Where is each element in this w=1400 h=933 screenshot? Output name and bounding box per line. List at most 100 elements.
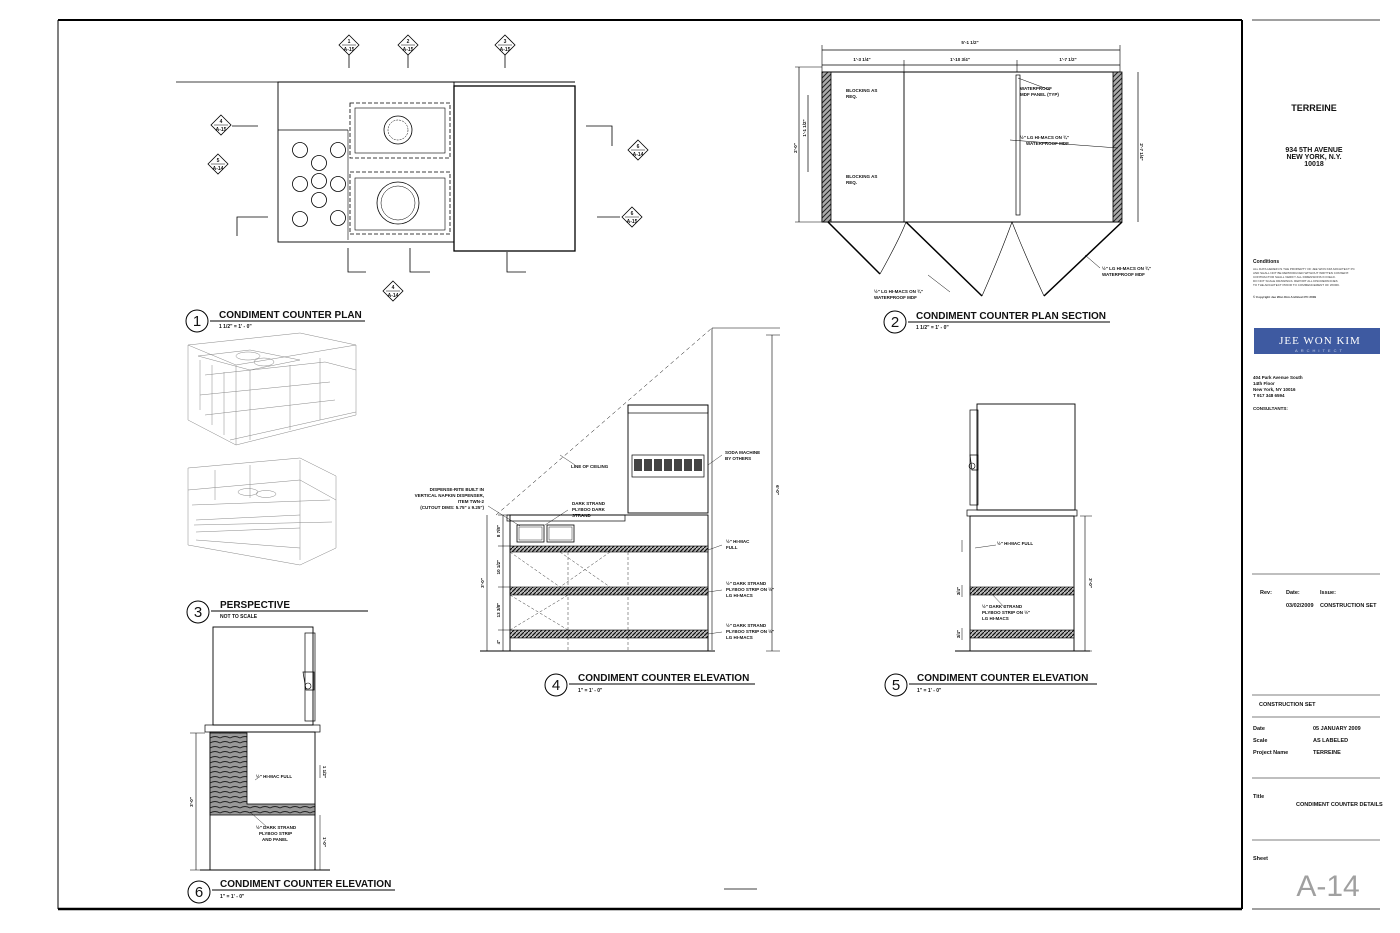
detail-1-title: CONDIMENT COUNTER PLAN: [219, 310, 362, 321]
section-tag-1-num: 1: [348, 39, 351, 45]
plan-section-blocking-top-note: BLOCKING AS REQ.: [846, 88, 877, 99]
detail-6-title-block: 6 CONDIMENT COUNTER ELEVATION 1" = 1' - …: [187, 879, 395, 904]
dark-strand-line1: DARK STRAND: [572, 501, 606, 506]
dispense-line2: VERTICAL NAPKIN DISPENSER,: [415, 493, 484, 498]
detail-4-title-block: 4 CONDIMENT COUNTER ELEVATION 1" = 1' - …: [544, 673, 755, 697]
elev6-dim-1: 1 1/2": [322, 766, 327, 778]
elev4-dim-2: 10 1/2": [496, 560, 501, 575]
detail-6-elevation: [190, 626, 330, 871]
elev5-dim-2: 3/4": [956, 630, 961, 638]
section-tag-6-num: 6: [637, 144, 640, 150]
elev6-dark-strand-note: ½" DARK STRAND PLYBOO STRIP AND PANEL: [256, 824, 297, 842]
elev5-strip-note: ½" DARK STRAND PLYBOO STRIP ON ½" LG HI-…: [982, 603, 1030, 621]
firm-address-line2: 14th Floor: [1253, 381, 1275, 386]
title-label: Title: [1253, 794, 1264, 800]
plan-section-left-dim-inner: 1'-1 1/2": [802, 119, 807, 136]
detail-3-title: PERSPECTIVE: [220, 600, 290, 611]
firm-address-line4: T 917 348 6594: [1253, 393, 1285, 398]
detail-1-scale: 1 1/2" = 1' - 0": [219, 324, 252, 330]
section-tag-2-num: 2: [407, 39, 410, 45]
conditions-line5: TO THE ARCHITECT PRIOR TO COMMENCEMENT O…: [1253, 283, 1340, 287]
section-tag-5[interactable]: 5 A-14: [207, 153, 229, 175]
dispense-line4: (CUTOUT DIMS: 5.75" x 9.25"): [420, 505, 484, 510]
section-tag-2-sheet: A-15: [403, 47, 414, 53]
elev4-dim-4: 4": [496, 640, 501, 645]
detail-3-number: 3: [194, 604, 202, 621]
plan-section-left-dim-outer: 2'-0": [793, 143, 798, 153]
dark-strand-line3: STRAND: [572, 513, 591, 518]
plan-section-height-dim: 2'-7 1/4": [1139, 143, 1144, 160]
elev5-himac-full: ½" HI-MAC FULL: [997, 540, 1033, 546]
section-tag-4-sheet: A-15: [216, 127, 227, 133]
plan-section-blocking-bottom-note: BLOCKING AS REQ.: [846, 174, 877, 185]
project-name: TERREINE: [1291, 103, 1337, 113]
detail-5-number: 5: [892, 677, 900, 694]
elev6-dim-2: 1'-0": [322, 837, 327, 847]
scale-value: AS LABELED: [1313, 738, 1348, 744]
detail-3-scale: NOT TO SCALE: [220, 614, 258, 620]
elev4-soda-height: 6'-0": [775, 485, 780, 495]
date-value: 05 JANUARY 2009: [1313, 726, 1361, 732]
himacs-bl-line2: WATERPROOF MDF: [874, 295, 917, 300]
himacs-br-line2: WATERPROOF MDF: [1102, 272, 1145, 277]
elev4-strip1-note: ½" DARK STRAND PLYBOO STRIP ON ½" LG HI-…: [726, 580, 774, 598]
section-tag-4[interactable]: 4 A-15: [210, 114, 232, 136]
section-tag-5-sheet: A-14: [213, 166, 224, 172]
detail-5-title: CONDIMENT COUNTER ELEVATION: [917, 673, 1088, 684]
elev4-dim-1: 8 7/8": [496, 525, 501, 537]
plan-section-himacs-right-note: ½" LG HI-MACS ON ¾" WATERPROOF MDF: [1020, 134, 1069, 146]
project-value: TERREINE: [1313, 750, 1341, 756]
firm-address: 404 Park Avenue South 14th Floor New Yor…: [1253, 375, 1303, 398]
rev-row-date: 03/02/2009: [1286, 603, 1314, 609]
himac-full-line1: ½" HI-MAC: [726, 538, 750, 544]
detail-6-title: CONDIMENT COUNTER ELEVATION: [220, 879, 391, 890]
drawing-title: CONDIMENT COUNTER DETAILS: [1296, 802, 1383, 808]
consultants-label: CONSULTANTS:: [1253, 406, 1288, 411]
section-tag-1-sheet: A-15: [344, 47, 355, 53]
blocking-bottom-line2: REQ.: [846, 180, 857, 185]
conditions-line3: CONTRACTOR SHALL VERIFY ALL DIMENSIONS I…: [1253, 275, 1336, 279]
elev5-strip-line2: PLYBOO STRIP ON ½": [982, 609, 1030, 615]
title-block: [1252, 19, 1380, 910]
section-tag-6[interactable]: 6 A-14: [627, 139, 649, 161]
detail-2-title: CONDIMENT COUNTER PLAN SECTION: [916, 311, 1106, 322]
firm-logo-sub: ARCHITECT: [1295, 348, 1345, 353]
firm-logo[interactable]: JEE WON KIM ARCHITECT: [1254, 328, 1380, 354]
elev5-height: 3'-0": [1088, 578, 1093, 588]
detail-3-title-block: 3 PERSPECTIVE NOT TO SCALE: [186, 600, 368, 624]
section-tag-1[interactable]: 1 A-15: [338, 34, 360, 56]
waterproof-line1: WATERPROOF: [1020, 86, 1052, 91]
detail-3-perspective: [187, 332, 357, 566]
rev-header-issue: Issue:: [1320, 590, 1336, 596]
address-line3: 10018: [1304, 161, 1324, 168]
address-line1: 934 5TH AVENUE: [1285, 147, 1343, 154]
strip2-line3: LG HI-MACS: [726, 635, 753, 640]
detail-5-elevation: [955, 403, 1092, 652]
conditions-line2: AND SHALL NOT BE REPRODUCED WITHOUT WRIT…: [1253, 271, 1349, 275]
sheet-border: [57, 19, 1243, 911]
plan-section-waterproof-note: WATERPROOF MDF PANEL (TYP): [1020, 86, 1059, 97]
section-tag-3[interactable]: 3 A-15: [494, 34, 516, 56]
sheet-number: A-14: [1296, 870, 1359, 903]
himacs-right-line2: WATERPROOF MDF: [1026, 141, 1069, 146]
soda-line1: SODA MACHINE: [725, 450, 760, 455]
elev6-strand-line2: PLYBOO STRIP: [259, 831, 292, 836]
rev-row-issue: CONSTRUCTION SET: [1320, 603, 1377, 609]
detail-1-number: 1: [193, 313, 201, 330]
elev4-line-of-ceiling: LINE OF CEILING: [571, 464, 609, 469]
strip1-line3: LG HI-MACS: [726, 593, 753, 598]
section-tag-8[interactable]: 4 A-14: [382, 280, 404, 302]
elev4-dark-strand-note: DARK STRAND PLYBOO DARK STRAND: [572, 501, 606, 518]
elev6-himac-full: ½" HI-MAC FULL: [256, 773, 292, 779]
himac-full-line2: FULL: [726, 545, 738, 550]
section-tag-2[interactable]: 2 A-15: [397, 34, 419, 56]
conditions-heading: Conditions: [1253, 259, 1279, 265]
firm-address-line1: 404 Park Avenue South: [1253, 375, 1303, 380]
detail-5-title-block: 5 CONDIMENT COUNTER ELEVATION 1" = 1' - …: [884, 673, 1097, 697]
section-tag-4-num: 4: [220, 119, 223, 125]
elev4-dispense-rite-note: DISPENSE-RITE BUILT IN VERTICAL NAPKIN D…: [415, 487, 485, 510]
plan-section-dim-a: 1'-3 1/4": [853, 57, 870, 62]
section-tag-7[interactable]: 6 A-15: [621, 206, 643, 228]
sheet-label: Sheet: [1253, 856, 1268, 862]
